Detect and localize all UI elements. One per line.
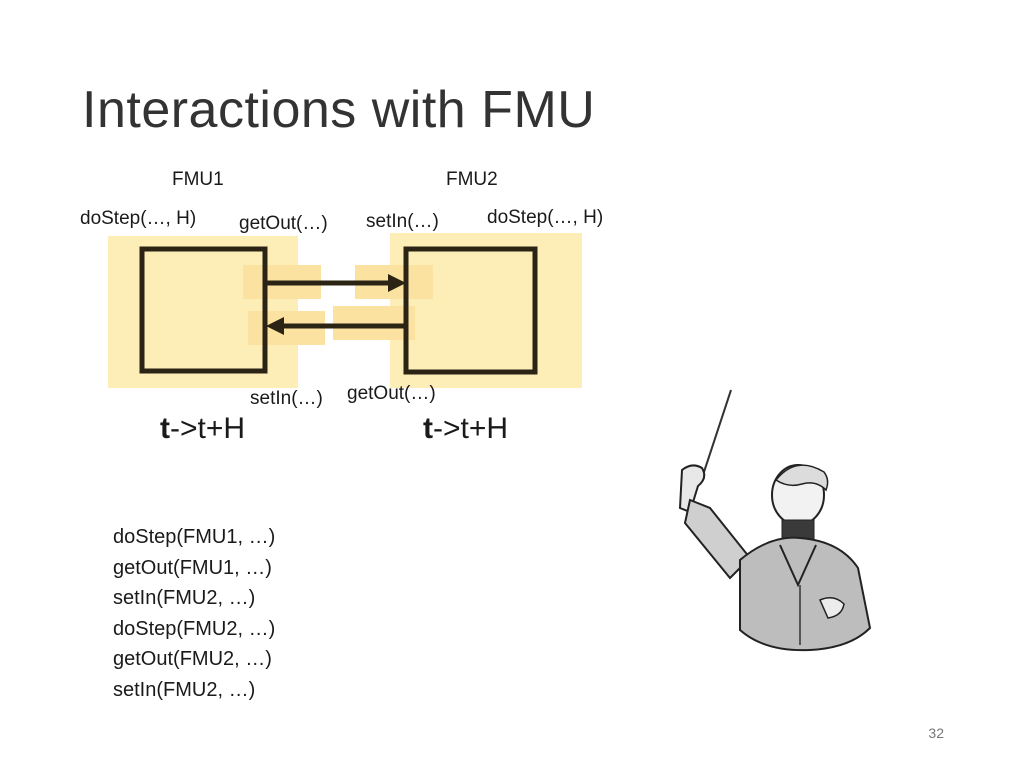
fmu2-time-prefix: t <box>423 412 433 445</box>
fmu2-dostep-label: doStep(…, H) <box>487 207 604 228</box>
fmu2-time-advance: t->t+H <box>423 412 508 446</box>
fmu2-setin-label: setIn(…) <box>366 211 439 232</box>
call-sequence-item: doStep(FMU1, …) <box>113 526 276 548</box>
fmu1-time-prefix: t <box>160 412 170 445</box>
fmu2-label: FMU2 <box>446 169 498 190</box>
arrow-right-head-icon <box>388 274 406 292</box>
conductor-with-baton-icon <box>678 389 872 652</box>
arrow-left-head-icon <box>266 317 284 335</box>
fmu1-box <box>139 246 268 374</box>
call-sequence-item: getOut(FMU2, …) <box>113 648 272 671</box>
fmu1-time-advance: t->t+H <box>160 412 245 446</box>
fmu2-box <box>403 246 538 375</box>
call-sequence-item: setIn(FMU2, …) <box>113 587 256 610</box>
page-number: 32 <box>928 725 944 741</box>
fmu1-getout-label: getOut(…) <box>239 213 328 234</box>
call-sequence-item: doStep(FMU2, …) <box>113 617 276 640</box>
slide-title: Interactions with FMU <box>82 81 596 139</box>
call-sequence-item: setIn(FMU2, …) <box>113 678 256 701</box>
fmu1-dostep-label: doStep(…, H) <box>80 208 197 229</box>
call-sequence-item: getOut(FMU1, …) <box>113 556 272 579</box>
fmu2-output-port-highlight <box>333 306 415 340</box>
fmu1-label: FMU1 <box>172 169 224 190</box>
fmu2-getout-label: getOut(…) <box>347 383 436 404</box>
fmu1-time-rest: ->t+H <box>170 412 246 445</box>
fmu2-time-rest: ->t+H <box>433 412 509 445</box>
fmu2-highlight <box>390 233 582 388</box>
call-sequence-list: doStep(FMU1, …) getOut(FMU1, …) setIn(FM… <box>113 522 275 706</box>
fmu1-setin-label: setIn(…) <box>250 388 323 409</box>
